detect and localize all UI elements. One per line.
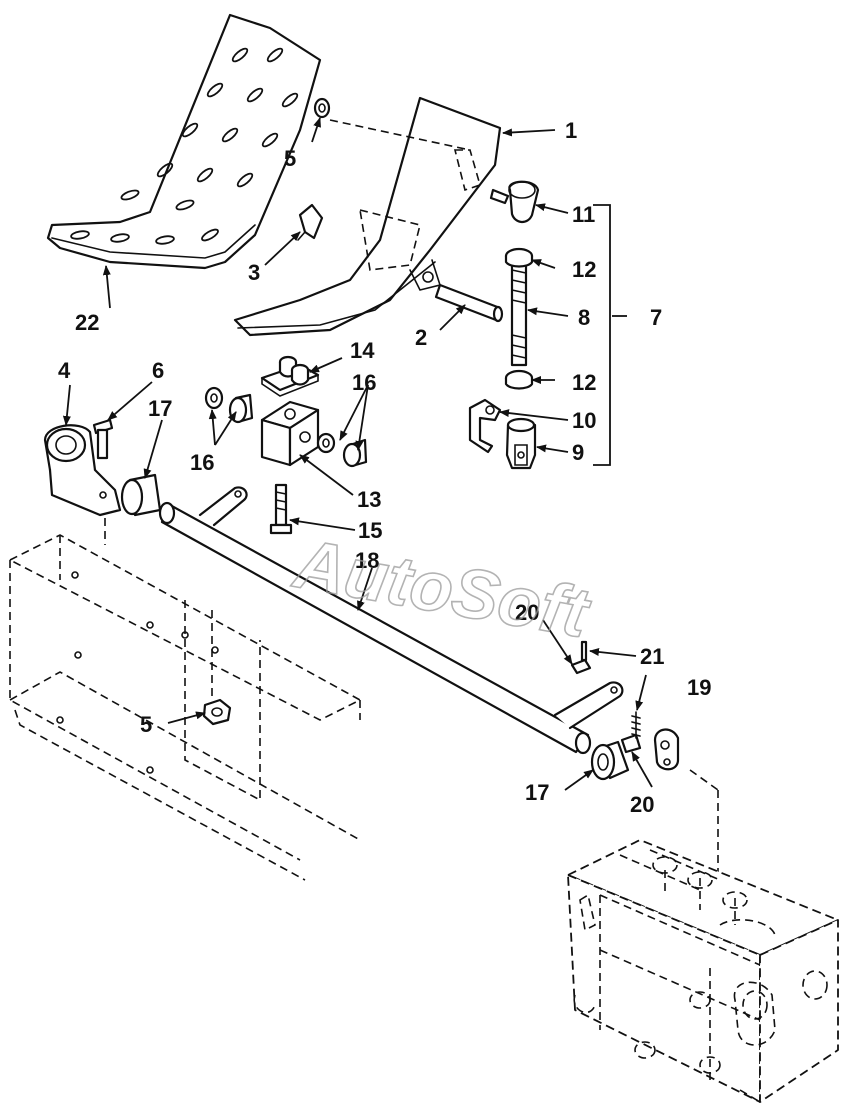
pin-20-lower xyxy=(620,733,642,754)
callout-18: 18 xyxy=(355,548,379,573)
callout-10: 10 xyxy=(572,408,596,433)
callout-6: 6 xyxy=(152,358,164,383)
bushing-17-right xyxy=(590,740,630,781)
bracket-7 xyxy=(593,204,611,466)
callout-5-lower: 5 xyxy=(140,712,152,737)
bushing-16-right-a xyxy=(316,432,336,454)
clip-3 xyxy=(297,203,324,241)
pin-21-upper xyxy=(580,640,588,662)
callout-2: 2 xyxy=(415,325,427,350)
callout-20-upper: 20 xyxy=(515,600,539,625)
pin-2 xyxy=(434,283,504,323)
leader-lines xyxy=(62,117,653,791)
rod-8 xyxy=(510,258,528,367)
pin-21-lower xyxy=(631,711,641,739)
callout-17-right: 17 xyxy=(525,780,549,805)
callout-15: 15 xyxy=(358,518,382,543)
callout-13: 13 xyxy=(357,487,381,512)
callout-8: 8 xyxy=(578,305,590,330)
callout-22: 22 xyxy=(75,310,99,335)
callout-4: 4 xyxy=(58,358,71,383)
callout-7: 7 xyxy=(650,305,662,330)
block-13 xyxy=(260,400,320,467)
callout-21: 21 xyxy=(640,644,664,669)
callout-16-left: 16 xyxy=(190,450,214,475)
valve-body xyxy=(567,769,839,1103)
callout-11: 11 xyxy=(572,202,595,227)
pedal-1 xyxy=(233,96,502,337)
bushing-16-right-b xyxy=(342,438,368,468)
callout-5-upper: 5 xyxy=(284,146,296,171)
bolt-6 xyxy=(92,418,114,460)
pin-20-upper xyxy=(570,658,592,675)
bolt-15 xyxy=(269,483,293,535)
pedal-22 xyxy=(46,13,322,270)
callout-17-left: 17 xyxy=(148,396,172,421)
clevis-9 xyxy=(505,417,537,470)
pin-10 xyxy=(468,398,502,454)
callout-12-lower: 12 xyxy=(572,370,596,395)
watermark: AutoSoft xyxy=(287,524,596,653)
callout-1: 1 xyxy=(565,118,577,143)
callout-3: 3 xyxy=(248,260,260,285)
bushing-16-left-a xyxy=(204,386,224,410)
bushing-17-left xyxy=(120,473,162,517)
callout-labels: 1 5 11 3 12 2 8 7 22 14 4 6 16 12 17 10 … xyxy=(58,118,711,817)
link-19 xyxy=(653,728,680,771)
shaft-18 xyxy=(158,486,624,755)
nut-12-upper xyxy=(504,247,534,268)
ball-joint-11 xyxy=(489,180,540,224)
callout-9: 9 xyxy=(572,440,584,465)
bracket-4 xyxy=(43,424,122,517)
nut-5-lower xyxy=(202,698,232,726)
callout-20-lower: 20 xyxy=(630,792,654,817)
plate-14 xyxy=(260,355,320,397)
nut-5-upper xyxy=(313,97,331,119)
callout-19: 19 xyxy=(687,675,711,700)
callout-12-upper: 12 xyxy=(572,257,596,282)
bushing-16-left-b xyxy=(228,393,254,424)
callout-16-right: 16 xyxy=(352,370,376,395)
nut-12-lower xyxy=(504,369,534,390)
callout-14: 14 xyxy=(350,338,375,363)
